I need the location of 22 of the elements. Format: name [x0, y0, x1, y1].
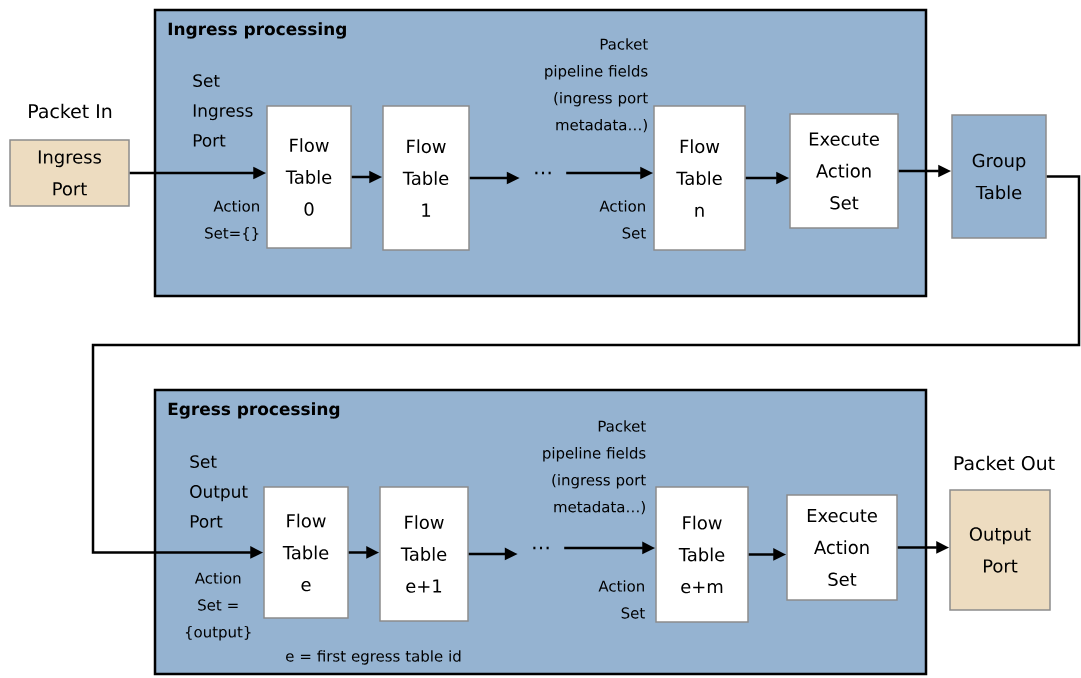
ellipsis: … — [533, 546, 549, 550]
port-box: Output Port — [949, 489, 1051, 611]
port-caption: Packet Out — [954, 455, 1055, 471]
arrow — [91, 175, 1081, 559]
annotation-text: Packet pipeline fields (ingress port metadata…) — [543, 420, 646, 515]
table-box: Group Table — [951, 114, 1047, 239]
port-box: Ingress Port — [9, 139, 130, 207]
annotation-text: e = first egress table id — [286, 650, 461, 665]
annotation-text: Action Set = {output} — [185, 572, 251, 641]
table-box: Flow Table 1 — [382, 105, 470, 251]
table-box: Execute Action Set — [786, 494, 898, 601]
table-box: Flow Table e+m — [655, 486, 749, 623]
annotation-text: Set Ingress Port — [193, 74, 253, 147]
ellipsis: … — [535, 171, 551, 175]
port-caption: Packet In — [29, 103, 112, 119]
table-box: Flow Table 0 — [266, 105, 352, 249]
table-box: Execute Action Set — [789, 113, 899, 229]
table-box: Flow Table e+1 — [379, 486, 469, 622]
annotation-text: Packet pipeline fields (ingress port metadata…) — [545, 38, 648, 133]
annotation-text: Set Output Port — [190, 455, 248, 528]
table-box: Flow Table e — [263, 486, 349, 619]
table-box: Flow Table n — [653, 105, 746, 251]
